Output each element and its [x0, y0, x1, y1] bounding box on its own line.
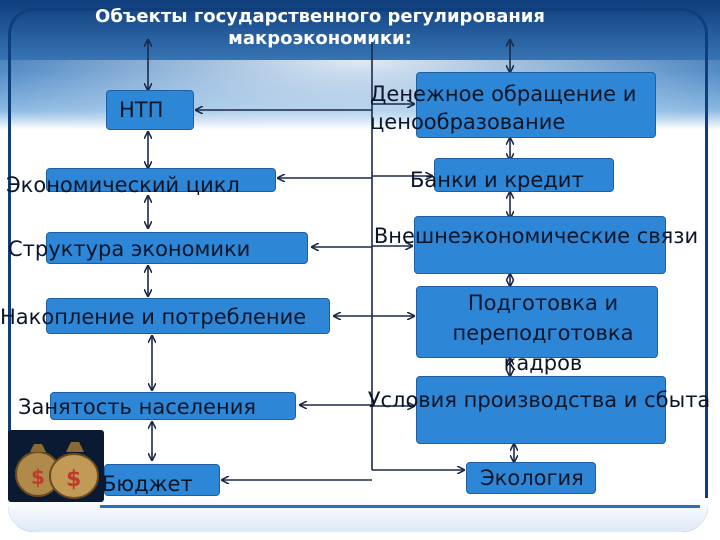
label-cycle: Экономический цикл — [6, 173, 240, 197]
label-foreign-text: Внешнеэкономические связи — [366, 222, 706, 250]
label-employment: Занятость населения — [18, 395, 256, 419]
label-structure: Структура экономики — [8, 237, 250, 261]
svg-text:$: $ — [66, 467, 81, 492]
label-production-text: Условия производства и сбыта — [364, 386, 714, 414]
money-bags-icon: $ $ — [8, 430, 104, 502]
label-training-text: Подготовка и переподготовка кадров — [418, 288, 668, 378]
label-banks: Банки и кредит — [410, 168, 584, 192]
label-training: Подготовка и переподготовка кадров — [418, 288, 668, 378]
svg-text:$: $ — [31, 465, 45, 489]
label-ecology: Экология — [480, 466, 584, 490]
label-budget: Бюджет — [102, 472, 193, 496]
label-ntp: НТП — [119, 98, 163, 122]
label-production: Условия производства и сбыта — [364, 386, 714, 414]
label-foreign: Внешнеэкономические связи — [366, 222, 706, 250]
label-money: Денежное обращение и ценообразование — [370, 80, 690, 136]
label-accum: Накопление и потребление — [0, 305, 306, 329]
label-money-text: Денежное обращение и ценообразование — [370, 80, 690, 136]
